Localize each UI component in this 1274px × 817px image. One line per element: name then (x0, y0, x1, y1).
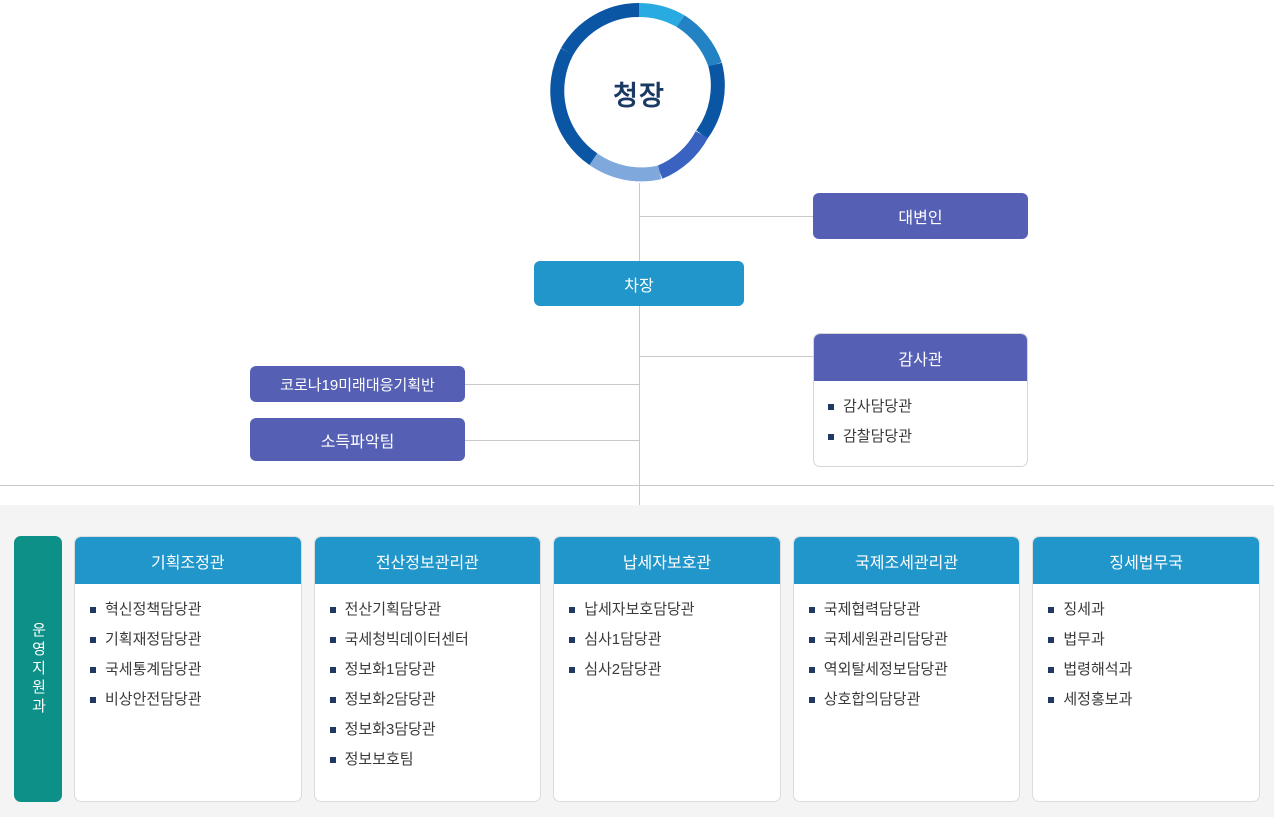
list-item[interactable]: 심사1담당관 (569, 625, 780, 655)
dept-column-international-taxation: 국제조세관리관 국제협력담당관 국제세원관리담당관 역외탈세정보담당관 상호합의… (792, 536, 1021, 802)
department-row: 운영지원과 기획조정관 혁신정책담당관 기획재정담당관 국세통계담당관 비상안전… (14, 536, 1260, 802)
list-item[interactable]: 국세통계담당관 (90, 655, 301, 685)
list-item[interactable]: 정보보호팀 (329, 745, 541, 775)
node-corona-planning-team[interactable]: 코로나19미래대응기획반 (250, 366, 465, 402)
dept-title[interactable]: 국제조세관리관 (793, 537, 1020, 584)
node-operations-support-division[interactable]: 운영지원과 (14, 536, 62, 802)
list-item[interactable]: 비상안전담당관 (90, 685, 301, 715)
connector-to-spokesperson (639, 216, 814, 217)
connector-bottom-rail (0, 485, 1274, 486)
dept-title[interactable]: 전산정보관리관 (314, 537, 541, 584)
list-item[interactable]: 국세청빅데이터센터 (329, 625, 541, 655)
connector-chief-to-vice (639, 183, 640, 261)
dept-column-information-management: 전산정보관리관 전산기획담당관 국세청빅데이터센터 정보화1담당관 정보화2담당… (313, 536, 542, 802)
list-item[interactable]: 법무과 (1048, 625, 1259, 655)
list-item[interactable]: 정보화3담당관 (329, 715, 541, 745)
list-item[interactable]: 국제협력담당관 (808, 595, 1020, 625)
list-item[interactable]: 정보화2담당관 (329, 685, 541, 715)
ring-segment-7 (550, 48, 598, 165)
dept-title[interactable]: 납세자보호관 (554, 537, 780, 584)
list-item[interactable]: 국제세원관리담당관 (808, 625, 1020, 655)
dept-unit-list: 혁신정책담당관 기획재정담당관 국세통계담당관 비상안전담당관 (90, 595, 301, 715)
connector-to-income (464, 440, 640, 441)
list-item[interactable]: 납세자보호담당관 (569, 595, 780, 625)
ring-segment-6 (589, 153, 662, 182)
node-vice-chief[interactable]: 차장 (534, 261, 744, 306)
panel-audit: 감사관 감사담당관 감찰담당관 (813, 333, 1028, 467)
dept-unit-list: 국제협력담당관 국제세원관리담당관 역외탈세정보담당관 상호합의담당관 (808, 595, 1020, 715)
ring-segment-1 (561, 3, 640, 56)
list-item[interactable]: 정보화1담당관 (329, 655, 541, 685)
dept-unit-list: 납세자보호담당관 심사1담당관 심사2담당관 (569, 595, 780, 685)
list-item[interactable]: 상호합의담당관 (808, 685, 1020, 715)
dept-column-planning-coordination: 기획조정관 혁신정책담당관 기획재정담당관 국세통계담당관 비상안전담당관 (74, 536, 302, 802)
list-item[interactable]: 역외탈세정보담당관 (808, 655, 1020, 685)
ring-segment-3 (676, 15, 722, 68)
audit-unit-list: 감사담당관 감찰담당관 (828, 392, 1027, 452)
dept-unit-list: 징세과 법무과 법령해석과 세정홍보과 (1048, 595, 1259, 715)
list-item[interactable]: 세정홍보과 (1048, 685, 1259, 715)
ring-segment-4 (696, 62, 725, 139)
dept-column-collection-legal-affairs: 징세법무국 징세과 법무과 법령해석과 세정홍보과 (1032, 536, 1260, 802)
list-item[interactable]: 법령해석과 (1048, 655, 1259, 685)
node-income-assessment-team[interactable]: 소득파악팀 (250, 418, 465, 461)
dept-unit-list: 전산기획담당관 국세청빅데이터센터 정보화1담당관 정보화2담당관 정보화3담당… (329, 595, 541, 775)
ring-segment-5 (656, 130, 709, 179)
list-item[interactable]: 전산기획담당관 (329, 595, 541, 625)
dept-body: 징세과 법무과 법령해석과 세정홍보과 (1033, 584, 1259, 715)
panel-audit-title[interactable]: 감사관 (814, 334, 1027, 381)
dept-column-taxpayer-advocate: 납세자보호관 납세자보호담당관 심사1담당관 심사2담당관 (553, 536, 781, 802)
chief-label: 청장 (613, 80, 665, 111)
node-spokesperson[interactable]: 대변인 (813, 193, 1028, 239)
list-item[interactable]: 감사담당관 (828, 392, 1027, 422)
support-column-label: 운영지원과 (29, 621, 47, 717)
dept-body: 납세자보호담당관 심사1담당관 심사2담당관 (554, 584, 780, 685)
list-item[interactable]: 기획재정담당관 (90, 625, 301, 655)
connector-to-audit (639, 356, 814, 357)
ring-segment-2 (638, 3, 684, 28)
dept-title[interactable]: 징세법무국 (1033, 537, 1259, 584)
list-item[interactable]: 혁신정책담당관 (90, 595, 301, 625)
dept-body: 전산기획담당관 국세청빅데이터센터 정보화1담당관 정보화2담당관 정보화3담당… (315, 584, 541, 775)
list-item[interactable]: 심사2담당관 (569, 655, 780, 685)
connector-to-corona (464, 384, 640, 385)
list-item[interactable]: 감찰담당관 (828, 422, 1027, 452)
dept-body: 국제협력담당관 국제세원관리담당관 역외탈세정보담당관 상호합의담당관 (794, 584, 1020, 715)
list-item[interactable]: 징세과 (1048, 595, 1259, 625)
dept-title[interactable]: 기획조정관 (75, 537, 301, 584)
panel-audit-body: 감사담당관 감찰담당관 (814, 381, 1027, 452)
chief-node: 청장 (549, 3, 729, 183)
connector-vice-down (639, 306, 640, 505)
dept-body: 혁신정책담당관 기획재정담당관 국세통계담당관 비상안전담당관 (75, 584, 301, 715)
